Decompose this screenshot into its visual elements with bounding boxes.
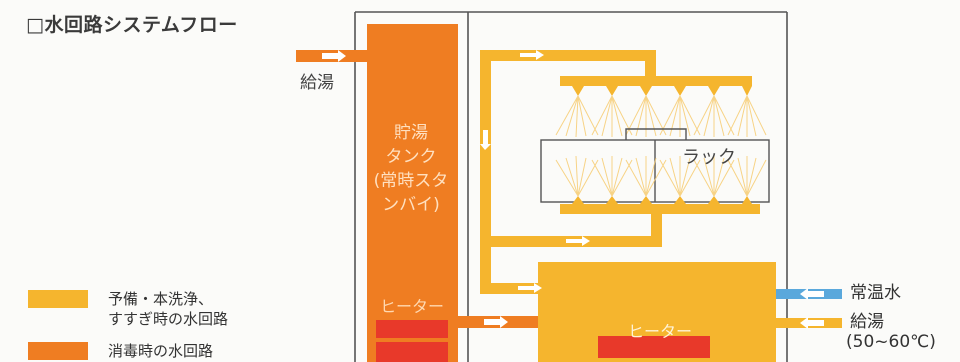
supply-inlet-pipe [296, 50, 370, 62]
legend-text-wash-line1: 予備・本洗浄、 [108, 290, 214, 308]
tank-heater-element [376, 320, 448, 362]
legend-text-wash-line2: すすぎ時の水回路 [108, 310, 229, 328]
legend-swatch-sterilize [28, 342, 88, 360]
upper-spray-arm [555, 76, 767, 138]
machine-frame [354, 11, 788, 362]
wash-circuit-pipes [480, 50, 662, 294]
legend-swatch-wash [28, 290, 88, 308]
hot-water-label: 給湯 [850, 312, 884, 332]
hot-water-inlet-pipe [776, 317, 842, 329]
lower-spray-arm [555, 155, 767, 214]
tank-outlet-pipe [458, 316, 540, 328]
tank-label-line1: 貯湯 [394, 123, 428, 143]
rack-label: ラック [682, 147, 736, 168]
room-temp-inlet-pipe [776, 288, 842, 300]
tank-label-line4: ンバイ) [382, 195, 440, 215]
legend-text-sterilize: 消毒時の水回路 [108, 342, 214, 360]
room-temp-water-label: 常温水 [850, 283, 901, 303]
main-heater-element [598, 336, 710, 358]
supply-label: 給湯 [300, 73, 334, 93]
dish-rack [540, 128, 770, 203]
tank-heater-label: ヒーター [379, 297, 444, 316]
wash-flow-arrows [480, 50, 590, 293]
page-title: □水回路システムフロー [26, 14, 238, 36]
tank-label-line3: (常時スタ [373, 171, 449, 191]
hot-water-temp-label: (50~60℃) [846, 332, 936, 352]
main-heater-label: ヒーター [627, 322, 692, 341]
storage-tank [367, 24, 458, 362]
tank-label-line2: タンク [385, 147, 437, 167]
